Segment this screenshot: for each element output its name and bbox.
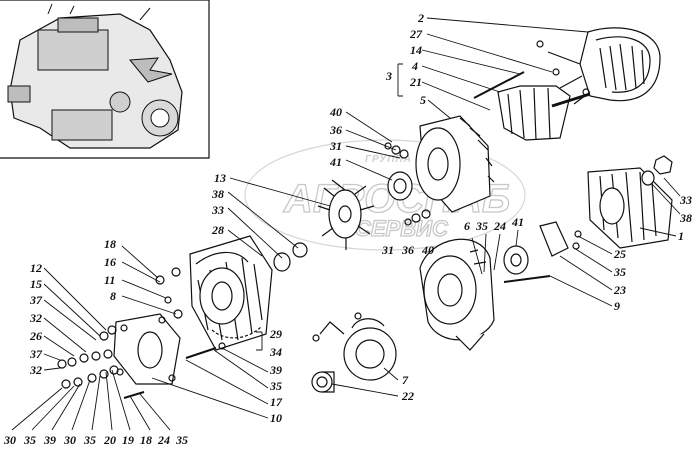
inset-frame — [0, 0, 210, 159]
rotor-shaft — [473, 71, 591, 141]
stator-coil — [536, 27, 661, 105]
callout-25: 25 — [613, 247, 626, 261]
callout-35a: 35 — [475, 219, 488, 233]
callout-23: 23 — [613, 283, 626, 297]
callout-37b: 37 — [29, 347, 43, 361]
engine-inset — [0, 0, 210, 159]
callout-b18: 18 — [140, 433, 152, 447]
callout-32b: 32 — [29, 363, 42, 377]
callout-38a: 38 — [211, 187, 224, 201]
callout-36b: 36 — [401, 243, 414, 257]
callout-9: 9 — [614, 299, 620, 313]
callout-32a: 32 — [29, 311, 42, 325]
callout-4: 4 — [411, 59, 418, 73]
callout-10: 10 — [270, 411, 282, 425]
engine-illustration — [7, 3, 183, 149]
callout-8: 8 — [110, 289, 116, 303]
callout-31b: 31 — [381, 243, 394, 257]
leader-lines — [11, 17, 681, 431]
callout-29: 29 — [269, 327, 282, 341]
watermark-line2: СЕРВИС — [355, 216, 449, 241]
callout-28: 28 — [211, 223, 224, 237]
callout-22: 22 — [401, 389, 414, 403]
callout-24a: 24 — [493, 219, 506, 233]
bushing-22 — [311, 371, 335, 393]
callout-41a: 41 — [329, 155, 342, 169]
callout-17: 17 — [270, 395, 283, 409]
callout-b30a: 30 — [3, 433, 16, 447]
callout-b20: 20 — [103, 433, 116, 447]
front-cover-28 — [189, 235, 308, 351]
callout-15: 15 — [30, 277, 42, 291]
brush-holder-7 — [312, 312, 397, 381]
callout-14: 14 — [410, 43, 422, 57]
callout-18: 18 — [104, 237, 116, 251]
callout-39a: 39 — [269, 363, 282, 377]
callout-34: 34 — [269, 345, 282, 359]
callout-b39: 39 — [43, 433, 56, 447]
callout-33b: 33 — [679, 193, 692, 207]
callout-37a: 37 — [29, 293, 43, 307]
small-parts-41-31 — [384, 142, 431, 226]
callout-5: 5 — [420, 93, 426, 107]
callout-33a: 33 — [211, 203, 224, 217]
rear-housing — [419, 221, 582, 351]
watermark-ring — [244, 139, 526, 251]
callout-21: 21 — [409, 75, 422, 89]
callout-31a: 31 — [329, 139, 342, 153]
callout-36a: 36 — [329, 123, 342, 137]
callout-12: 12 — [30, 261, 42, 275]
callout-b35b: 35 — [83, 433, 96, 447]
callout-b35a: 35 — [23, 433, 36, 447]
callout-40a: 40 — [329, 105, 342, 119]
callout-1: 1 — [678, 229, 684, 243]
callout-26: 26 — [29, 329, 42, 343]
callout-6: 6 — [464, 219, 470, 233]
callout-b19: 19 — [122, 433, 134, 447]
callout-b35c: 35 — [175, 433, 188, 447]
pulley-5 — [415, 115, 495, 213]
plate-10 — [113, 313, 181, 385]
callout-b24: 24 — [157, 433, 170, 447]
fan-13 — [317, 179, 375, 250]
callout-labels: 2 27 14 3 4 21 5 40 36 31 41 13 38 33 28… — [3, 11, 692, 447]
callout-11: 11 — [104, 273, 115, 287]
callout-13: 13 — [214, 171, 226, 185]
fan-1 — [587, 155, 673, 249]
callout-38b: 38 — [679, 211, 692, 225]
callout-40b: 40 — [421, 243, 434, 257]
callout-27: 27 — [409, 27, 423, 41]
callout-35b: 35 — [613, 265, 626, 279]
callout-2: 2 — [417, 11, 424, 25]
callout-b30b: 30 — [63, 433, 76, 447]
callout-35c: 35 — [269, 379, 282, 393]
callout-3: 3 — [385, 69, 392, 83]
callout-16: 16 — [104, 255, 116, 269]
callout-41b: 41 — [511, 215, 524, 229]
callout-7: 7 — [402, 373, 409, 387]
